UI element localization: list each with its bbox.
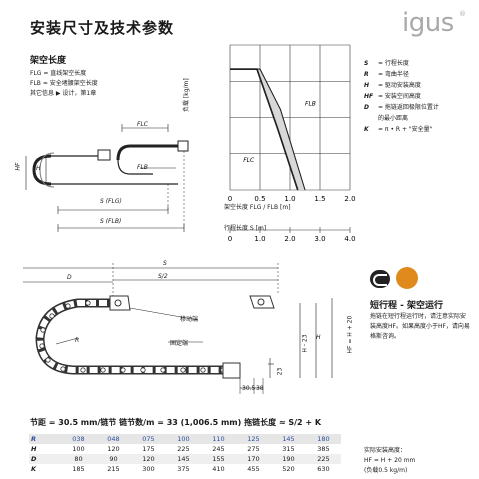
s-flb-label: S (FLB) (100, 218, 122, 225)
igus-logo: igus (402, 8, 454, 38)
pitch-label-305: 30.5 (242, 385, 256, 392)
x2-tick-label: 1.0 (254, 235, 265, 243)
note-more: 其它信息 ▶ 设计，第1章 (30, 90, 97, 97)
x-tick-label: 1.0 (284, 195, 295, 203)
pitch-label-38: 38 (256, 385, 264, 392)
hf-label: HF (14, 162, 22, 171)
h-label-mid: H (316, 334, 321, 341)
x-tick-label: 2.0 (344, 195, 355, 203)
x2-tick-label: 4.0 (344, 235, 355, 243)
moving-end-label: 移动端 (180, 316, 199, 323)
fixed-end-bracket (222, 362, 241, 379)
x2-tick-label: 0 (228, 235, 232, 243)
s-dim-label: S (163, 260, 167, 267)
chain-flb-upper (116, 144, 180, 161)
chain-link-pins (39, 300, 226, 373)
x-tick-label: 1.5 (314, 195, 325, 203)
dim-23-label: 23 (276, 367, 284, 376)
x-tick-label: 0.5 (254, 195, 265, 203)
symbol-legend: S= 行程长度 R= 弯曲半径 H= 驱动安装高度 HF= 安装空间高度 D= … (364, 58, 439, 135)
registered-mark: ® (459, 10, 466, 18)
legend-item: 的最小距离 (378, 115, 409, 122)
page-title: 安装尺寸及技术参数 (30, 19, 175, 37)
y-axis-label: 负载 [kg/m] (183, 78, 190, 112)
series-line-front (230, 68, 299, 191)
h-label: H (36, 165, 41, 172)
chain-body (35, 298, 233, 375)
note-flb: FLB = 安全堵腰架空长度 (30, 80, 98, 87)
unsupported-length-figure (25, 124, 189, 232)
series-label-flb: FLB (305, 100, 316, 107)
h23-label: H - 23 (301, 334, 309, 353)
standard-badge-icon (396, 267, 418, 289)
x-axis-label: 架空长度 FLG / FLB [m] (224, 204, 291, 211)
section-title: 架空长度 (30, 56, 67, 66)
legend-item: S= 行程长度 (364, 60, 409, 67)
description-title: 短行程 - 架空运行 (370, 301, 444, 311)
s2-dim-label: S/2 (158, 273, 168, 280)
legend-item: R= 弯曲半径 (364, 71, 409, 78)
fixed-end-label: 固定端 (170, 340, 189, 347)
series-label-flc: FLC (243, 157, 255, 164)
installation-height-note: 实际安装高度： HF = H + 20 mm (负载0.5 kg/m) (364, 447, 416, 474)
legend-item: K= π • R + "安全量" (364, 126, 433, 133)
x-tick-label: 0 (228, 195, 232, 203)
series-band (257, 69, 305, 190)
notes: FLG = 直线架空长度 FLB = 安全堵腰架空长度 其它信息 ▶ 设计，第1… (30, 69, 98, 99)
legend-item: HF= 安装空间高度 (364, 93, 421, 100)
s-flg-label: S (FLG) (100, 198, 122, 205)
pitch-formula: 节距 = 30.5 mm/链节 链节数/m = 33 (1,006.5 mm) … (30, 418, 322, 427)
load-chart: FLB FLC 0 0.5 1.0 1.5 2.0 0 1.0 2.0 3.0 4.0 (228, 44, 356, 243)
short-travel-figure (23, 263, 333, 394)
moving-end-bracket (97, 149, 111, 161)
legend-item: H= 驱动安装高度 (364, 82, 421, 89)
flc-label: FLC (137, 121, 148, 128)
chain-shape-icon (373, 274, 387, 286)
flb-label: FLB (137, 164, 148, 171)
series-line-front (230, 68, 306, 191)
x2-tick-label: 3.0 (314, 235, 325, 243)
description-text: 拖链在短行程运行时，请注意实际安装高度HF。如果高度小于HF，请向易格斯咨询。 (370, 313, 470, 340)
legend-item: D= 拖链返回极限位置计 (364, 104, 439, 111)
hf-label-mid: HF = H + 20 (346, 315, 354, 354)
d-dim-label: D (67, 274, 72, 281)
chain-bend (32, 154, 52, 186)
r-dim-label: R (75, 337, 80, 344)
x2-tick-label: 2.0 (284, 235, 295, 243)
x2-axis-label: 行程长度 S [m] (224, 225, 267, 232)
note-flg: FLG = 直线架空长度 (30, 70, 87, 77)
